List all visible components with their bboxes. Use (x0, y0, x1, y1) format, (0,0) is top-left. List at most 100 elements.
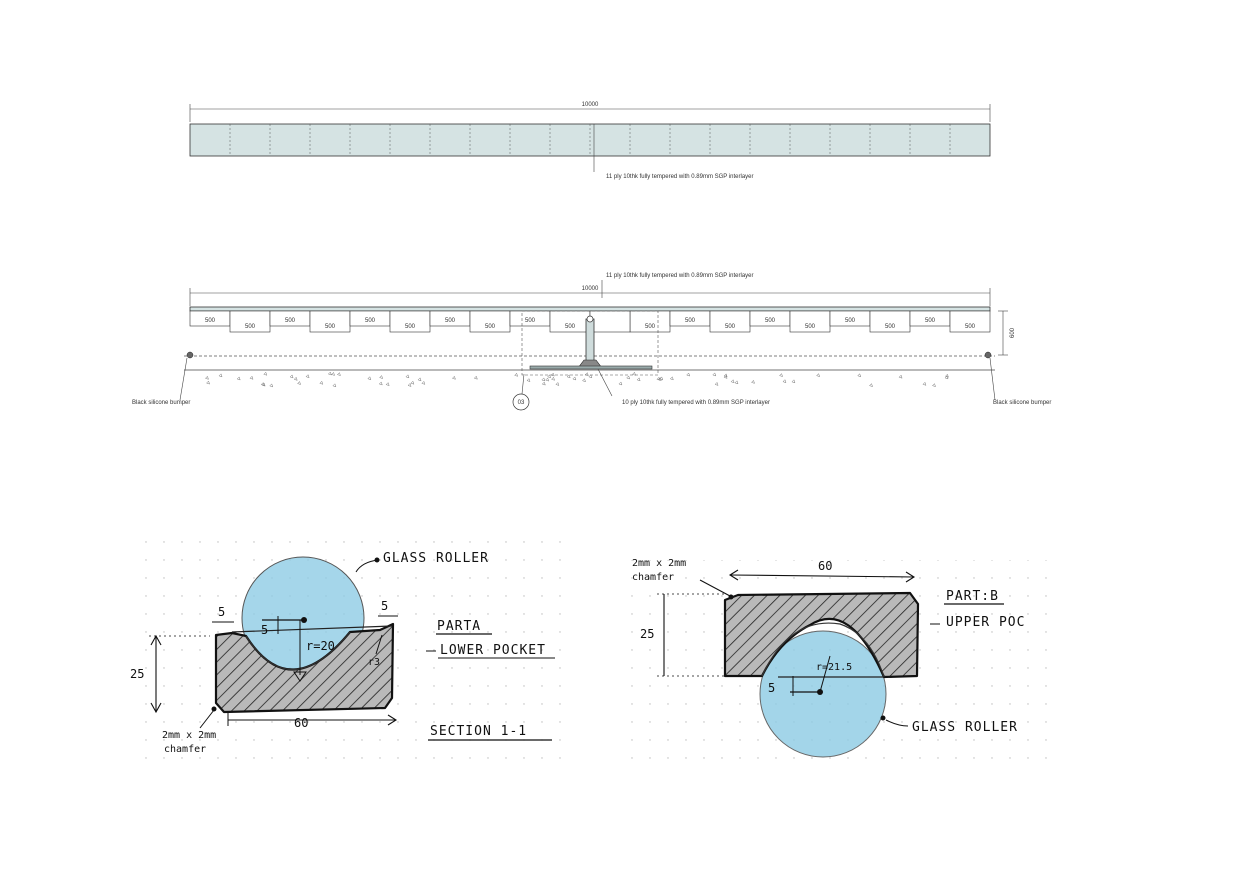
bumper-right (984, 351, 992, 359)
height-dimension-label: 600 (1010, 327, 1016, 338)
aggregate-mark (206, 380, 210, 385)
aggregate-mark (714, 381, 719, 386)
glass-roller-b (759, 630, 887, 758)
glass-fins: 5005005005005005005005005005005005005005… (189, 310, 991, 333)
aggregate-mark (405, 374, 410, 379)
roller-seat-arc (245, 631, 351, 671)
detail-reference-bubble (512, 393, 530, 411)
centreline-a (231, 625, 393, 633)
fin-dimension-label: 500 (325, 324, 336, 330)
aggregate-mark (289, 374, 294, 379)
post-pin (586, 315, 594, 323)
chamfer-label-b: chamfer (632, 572, 674, 583)
aggregate-mark (550, 372, 555, 377)
aggregate-mark (421, 380, 426, 385)
section-title: SECTION 1-1 (430, 724, 527, 739)
chamfer-size-a: 2mm x 2mm (162, 730, 216, 741)
base-spec-note: 10 ply 10thk fully tempered with 0.89mm … (622, 400, 770, 406)
fin-dimension-label: 500 (885, 324, 896, 330)
height-label-a: 25 (130, 667, 144, 681)
small-radius-label-a: r3 (368, 657, 380, 668)
detail-reference-number: 03 (518, 400, 525, 406)
aggregate-mark (779, 373, 783, 377)
aggregate-mark (566, 374, 571, 379)
bumper-left-leader (179, 357, 188, 401)
aggregate-mark (898, 374, 903, 379)
aggregate-mark (791, 379, 796, 384)
bumper-right-label: Black silicone bumper (993, 400, 1051, 406)
fin-dimension-label: 500 (565, 324, 576, 330)
overall-dimension-label-bottom: 10000 (582, 286, 599, 292)
roller-seat-arc-b (761, 622, 885, 678)
fin-dimension-label: 500 (725, 324, 736, 330)
offset-label-a: 5 (261, 623, 268, 637)
aggregate-mark (618, 381, 623, 386)
aggregate-mark (336, 372, 341, 376)
aggregate-mark (205, 375, 209, 380)
glass-roller-label-b: GLASS ROLLER (912, 720, 1018, 735)
sketch-part-b: 5 r=21.5 2mm x 2mm chamfer 60 25 PART:B … (620, 558, 1060, 770)
fin-dimension-label: 500 (485, 324, 496, 330)
aggregate-mark (944, 373, 949, 378)
elevation-top: 10000 11 ply 10thk fully tempered with 0… (189, 102, 991, 180)
glass-fin (589, 310, 631, 333)
aggregate-mark (319, 380, 324, 385)
aggregate-mark (378, 381, 383, 386)
fin-dimension-label: 500 (685, 318, 696, 324)
base-plate (529, 365, 653, 370)
height-dimension (998, 310, 1008, 356)
aggregate-mark (331, 371, 335, 376)
aggregate-mark (379, 375, 384, 379)
fin-dimension-label: 500 (245, 324, 256, 330)
aggregate-mark (269, 383, 274, 388)
radius-arrow-a (293, 671, 307, 682)
fin-dimension-label: 500 (405, 324, 416, 330)
radius-label-a: r=20 (306, 639, 335, 653)
central-glass-post (585, 318, 595, 364)
chamfer-leader-b (699, 579, 731, 597)
aggregate-mark (588, 374, 593, 379)
fin-dimension-label: 500 (645, 324, 656, 330)
glass-spec-note: 11 ply 10thk fully tempered with 0.89mm … (606, 174, 754, 180)
aggregate-mark (816, 373, 821, 378)
overall-dimension-top (189, 104, 991, 122)
glass-fin (949, 310, 991, 333)
aggregate-mark (626, 375, 631, 380)
bumper-right-leader (989, 357, 996, 401)
aggregate-mark (417, 377, 422, 382)
overall-dimension-bottom (189, 288, 991, 306)
aggregate-mark (473, 375, 478, 380)
aggregate-mark (260, 382, 265, 386)
aggregate-mark (669, 376, 674, 381)
aggregate-mark (555, 382, 560, 386)
aggregate-mark (410, 380, 415, 385)
part-a-subtitle: LOWER POCKET (440, 643, 546, 658)
width-dim-b (729, 574, 915, 578)
aggregate-mark (541, 377, 546, 382)
bumper-left-label: Black silicone bumper (132, 400, 190, 406)
chamfer-leader-a (199, 709, 215, 729)
left-gap-label: 5 (218, 605, 225, 619)
aggregate-mark (385, 382, 390, 387)
aggregate-mark (327, 371, 332, 376)
roller-centre-a (301, 617, 307, 623)
right-gap-label: 5 (381, 599, 388, 613)
aggregate-mark (547, 374, 552, 379)
width-arrow-right-b (905, 571, 916, 583)
fin-dimension-label: 500 (205, 318, 216, 324)
aggregate-mark (305, 374, 310, 379)
width-arrow-a (387, 714, 398, 726)
aggregate-mark (657, 377, 662, 382)
aggregate-mark (723, 374, 728, 379)
aggregate-mark (782, 379, 787, 384)
fin-dimension-label: 500 (285, 318, 296, 324)
glass-spec-note-top: 11 ply 10thk fully tempered with 0.89mm … (606, 273, 754, 279)
roller-leader-dot-b (880, 715, 886, 721)
aggregate-mark (332, 383, 337, 388)
fin-dimension-label: 500 (805, 324, 816, 330)
part-a-title: PARTA (437, 619, 481, 634)
radius-line-b (819, 655, 831, 693)
aggregate-mark (751, 379, 755, 384)
aggregate-mark (869, 383, 873, 388)
bumper-left (186, 351, 194, 359)
